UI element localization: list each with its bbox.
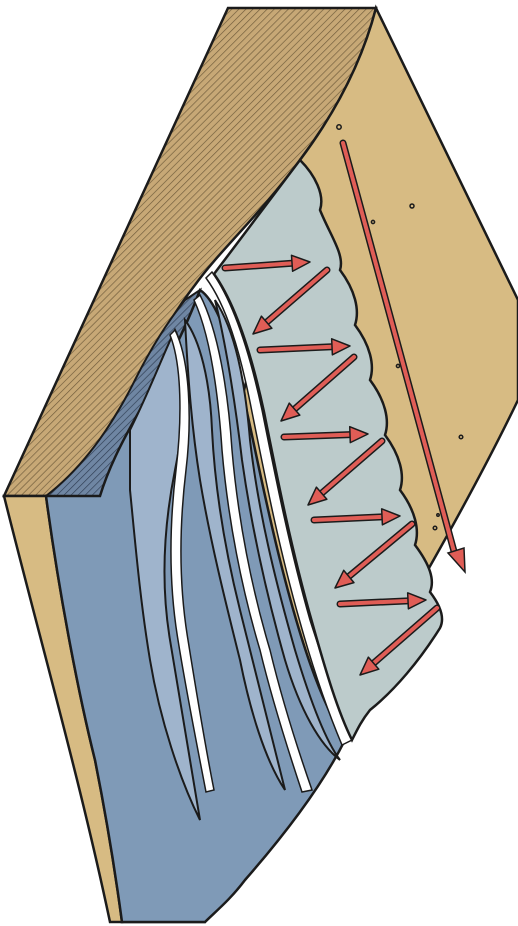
diagram-canvas	[0, 0, 518, 926]
longshore-drift-diagram	[0, 0, 518, 926]
